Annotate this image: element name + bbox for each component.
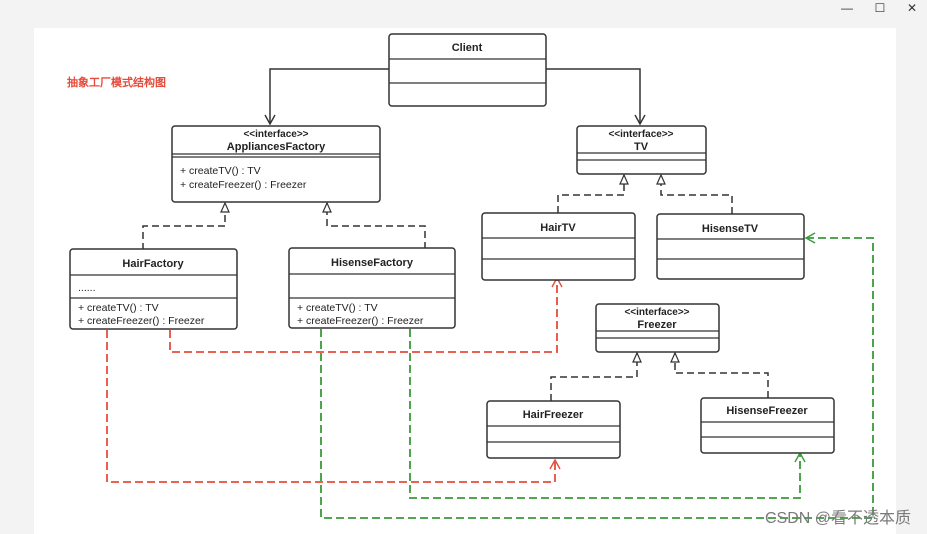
class-name: HisenseFreezer bbox=[726, 405, 808, 417]
minimize-button[interactable]: — bbox=[841, 1, 853, 15]
method-create-freezer: + createFreezer() : Freezer bbox=[180, 179, 307, 191]
method-create-tv: + createTV() : TV bbox=[180, 165, 261, 177]
stereotype-label: <<interface>> bbox=[608, 129, 673, 140]
class-name: HairFreezer bbox=[523, 409, 584, 421]
diagram-caption: 抽象工厂模式结构图 bbox=[67, 77, 166, 89]
stereotype-label: <<interface>> bbox=[624, 307, 689, 318]
method-create-freezer: + createFreezer() : Freezer bbox=[78, 315, 205, 327]
window-titlebar: — ☐ ✕ bbox=[0, 0, 927, 16]
client-associations bbox=[264, 68, 646, 126]
class-name: HisenseFactory bbox=[331, 257, 414, 269]
class-hair-freezer[interactable]: HairFreezer bbox=[486, 400, 621, 459]
class-name: Client bbox=[452, 42, 483, 54]
class-hair-tv[interactable]: HairTV bbox=[481, 212, 636, 281]
method-create-tv: + createTV() : TV bbox=[78, 302, 159, 314]
method-create-freezer: + createFreezer() : Freezer bbox=[297, 315, 424, 327]
interface-tv[interactable]: <<interface>> TV bbox=[576, 125, 707, 175]
interface-freezer[interactable]: <<interface>> Freezer bbox=[595, 303, 720, 353]
method-create-tv: + createTV() : TV bbox=[297, 302, 378, 314]
class-hisense-factory[interactable]: HisenseFactory + createTV() : TV + creat… bbox=[288, 247, 456, 329]
class-name: HisenseTV bbox=[702, 223, 759, 235]
class-hisense-freezer[interactable]: HisenseFreezer bbox=[700, 397, 835, 454]
class-name: HairTV bbox=[540, 222, 576, 234]
hair-factory-dependencies bbox=[106, 276, 563, 483]
attribute-ellipsis: ...... bbox=[78, 282, 96, 294]
interface-appliances-factory[interactable]: <<interface>> AppliancesFactory + create… bbox=[171, 125, 381, 203]
class-client[interactable]: Client bbox=[388, 33, 547, 107]
watermark: CSDN @看不透本质 bbox=[764, 510, 911, 527]
close-button[interactable]: ✕ bbox=[906, 1, 918, 15]
class-name: AppliancesFactory bbox=[227, 141, 326, 153]
hisense-factory-dependencies bbox=[320, 232, 874, 519]
class-hisense-tv[interactable]: HisenseTV bbox=[656, 213, 805, 280]
class-name: Freezer bbox=[637, 319, 677, 331]
realization-links bbox=[142, 173, 769, 401]
maximize-button[interactable]: ☐ bbox=[874, 1, 886, 15]
stereotype-label: <<interface>> bbox=[243, 129, 308, 140]
class-hair-factory[interactable]: HairFactory ...... + createTV() : TV + c… bbox=[69, 248, 238, 330]
class-name: HairFactory bbox=[122, 258, 184, 270]
class-name: TV bbox=[634, 141, 649, 153]
